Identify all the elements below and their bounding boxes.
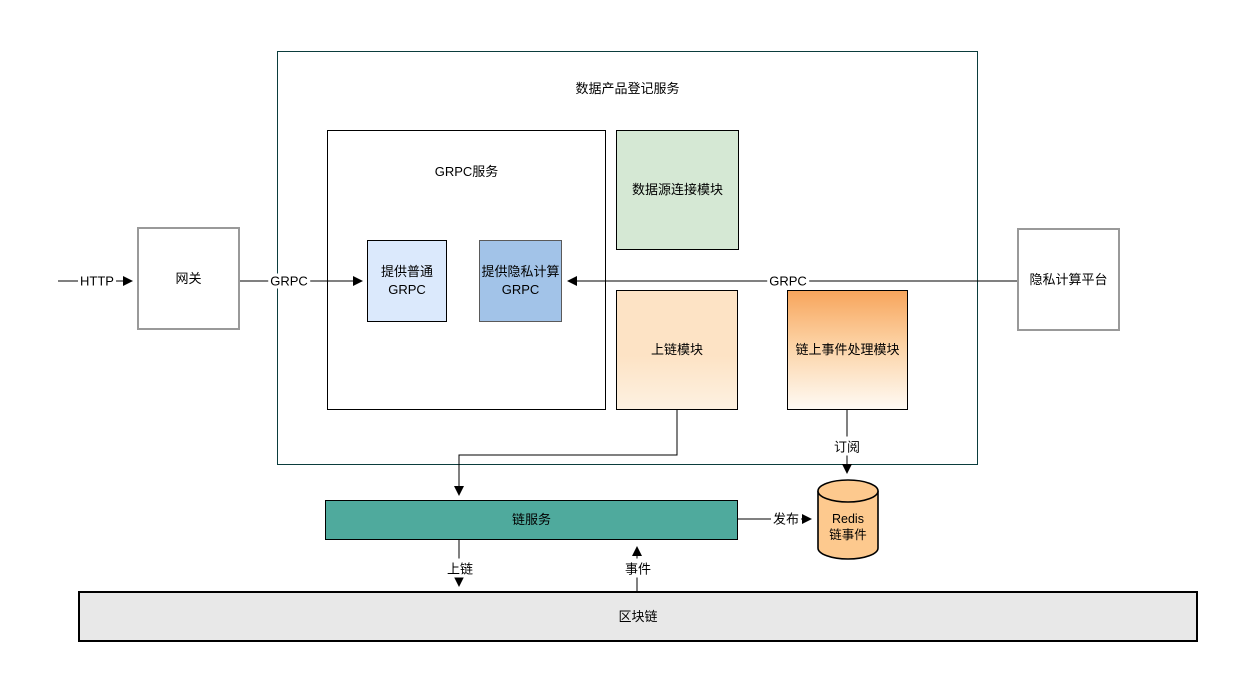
blockchain-label: 区块链 (618, 608, 658, 624)
privacy-computing-platform-node: 隐私计算平台 (1017, 228, 1120, 331)
platform-grpc-edge-label: GRPC (767, 273, 809, 289)
private-grpc-label-line1: 提供隐私计算 (481, 264, 560, 280)
chain-service-node: 链服务 (325, 500, 738, 540)
plain-grpc-label-line1: 提供普通 (380, 264, 433, 280)
onchain-module-label: 上链模块 (650, 342, 703, 358)
onchain-module-node: 上链模块 (616, 290, 738, 410)
container-title: 数据产品登记服务 (575, 81, 680, 96)
redis-label-line2: 链事件 (829, 528, 867, 542)
http-edge-label: HTTP (78, 273, 116, 289)
private-grpc-label-line2: GRPC (501, 282, 540, 297)
datasource-connect-module-label: 数据源连接模块 (631, 182, 723, 198)
gateway-grpc-edge-label: GRPC (268, 273, 310, 289)
event-edge-label: 事件 (622, 558, 654, 578)
chain-event-handler-module-label: 链上事件处理模块 (795, 342, 900, 358)
plain-grpc-label-line2: GRPC (388, 282, 426, 297)
blockchain-node: 区块链 (78, 591, 1198, 642)
private-compute-grpc-node: 提供隐私计算 GRPC (479, 240, 562, 322)
chain-service-label: 链服务 (511, 512, 551, 528)
privacy-computing-platform-label: 隐私计算平台 (1029, 271, 1108, 287)
plain-grpc-node: 提供普通 GRPC (367, 240, 447, 322)
publish-edge-label: 发布 (770, 508, 802, 528)
chain-event-handler-module-node: 链上事件处理模块 (787, 290, 908, 410)
datasource-connect-module-node: 数据源连接模块 (616, 130, 739, 250)
redis-chain-event-store-node: Redis 链事件 (816, 479, 880, 561)
grpc-service-label: GRPC服务 (434, 164, 499, 179)
database-cylinder-icon (817, 479, 879, 560)
redis-label-line1: Redis (832, 511, 864, 526)
gateway-node: 网关 (137, 227, 240, 330)
subscribe-edge-label: 订阅 (831, 436, 863, 456)
to-chain-edge-label: 上链 (444, 558, 476, 578)
gateway-label: 网关 (175, 270, 202, 286)
